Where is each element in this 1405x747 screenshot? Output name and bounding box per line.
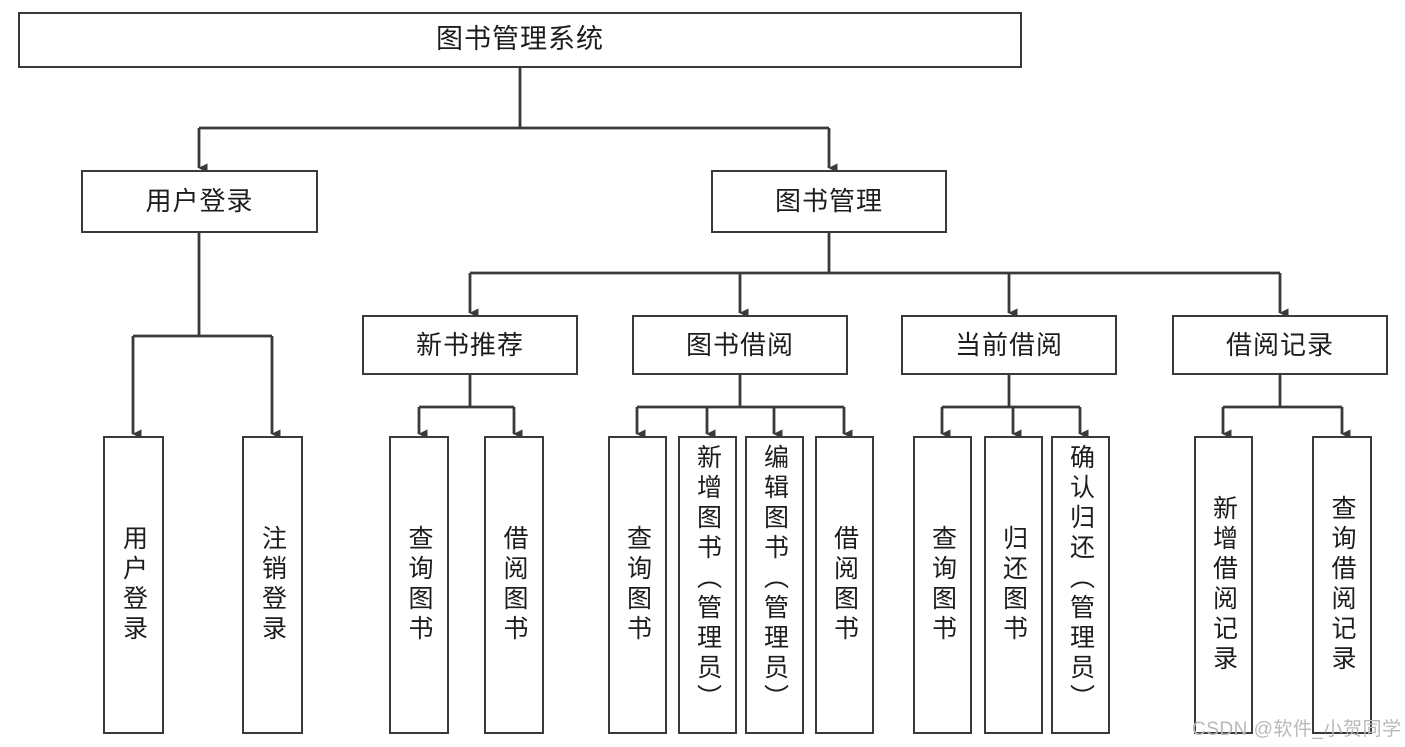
node-current-borrow-label: 当前借阅	[954, 329, 1063, 360]
node-borrow-record-label: 借阅记录	[1225, 329, 1334, 360]
node-current-borrow[interactable]: 当前借阅	[901, 315, 1117, 375]
node-new-book-recommend-label: 新书推荐	[415, 329, 524, 360]
leaf-logout-label: 注销登录	[258, 525, 287, 645]
leaf-confirm-return-admin-label: 确认归还（管理员）	[1066, 444, 1095, 714]
node-book-borrow-label: 图书借阅	[685, 329, 794, 360]
node-root-label: 图书管理系统	[436, 24, 604, 55]
watermark-text: CSDN @软件_小贺同学	[1192, 719, 1402, 740]
leaf-query-book-current[interactable]: 查询图书	[913, 436, 972, 734]
leaf-edit-book-admin[interactable]: 编辑图书（管理员）	[745, 436, 804, 734]
node-book-borrow[interactable]: 图书借阅	[632, 315, 848, 375]
leaf-logout[interactable]: 注销登录	[242, 436, 303, 734]
leaf-query-book-recommend[interactable]: 查询图书	[389, 436, 449, 734]
leaf-user-login[interactable]: 用户登录	[103, 436, 164, 734]
leaf-query-book-recommend-label: 查询图书	[405, 525, 433, 645]
leaf-query-book-borrow[interactable]: 查询图书	[608, 436, 667, 734]
leaf-add-borrow-record[interactable]: 新增借阅记录	[1194, 436, 1253, 734]
node-borrow-record[interactable]: 借阅记录	[1172, 315, 1388, 375]
node-book-management-label: 图书管理	[774, 186, 883, 217]
leaf-confirm-return-admin[interactable]: 确认归还（管理员）	[1051, 436, 1110, 734]
leaf-borrow-book-recommend-label: 借阅图书	[500, 525, 528, 645]
leaf-query-borrow-record-label: 查询借阅记录	[1328, 495, 1356, 675]
node-new-book-recommend[interactable]: 新书推荐	[362, 315, 578, 375]
leaf-query-book-borrow-label: 查询图书	[623, 525, 652, 645]
node-user-login-label: 用户登录	[145, 186, 254, 217]
leaf-edit-book-admin-label: 编辑图书（管理员）	[760, 444, 789, 714]
leaf-return-book[interactable]: 归还图书	[984, 436, 1043, 734]
leaf-add-book-admin-label: 新增图书（管理员）	[693, 444, 722, 714]
leaf-borrow-book[interactable]: 借阅图书	[815, 436, 874, 734]
node-root[interactable]: 图书管理系统	[18, 12, 1022, 68]
leaf-borrow-book-recommend[interactable]: 借阅图书	[484, 436, 544, 734]
leaf-query-borrow-record[interactable]: 查询借阅记录	[1312, 436, 1372, 734]
leaf-add-borrow-record-label: 新增借阅记录	[1209, 495, 1238, 675]
node-user-login[interactable]: 用户登录	[81, 170, 318, 233]
leaf-query-book-current-label: 查询图书	[928, 525, 957, 645]
node-book-management[interactable]: 图书管理	[711, 170, 947, 233]
leaf-borrow-book-label: 借阅图书	[830, 525, 859, 645]
leaf-user-login-label: 用户登录	[119, 525, 148, 645]
leaf-return-book-label: 归还图书	[999, 525, 1028, 645]
leaf-add-book-admin[interactable]: 新增图书（管理员）	[678, 436, 737, 734]
